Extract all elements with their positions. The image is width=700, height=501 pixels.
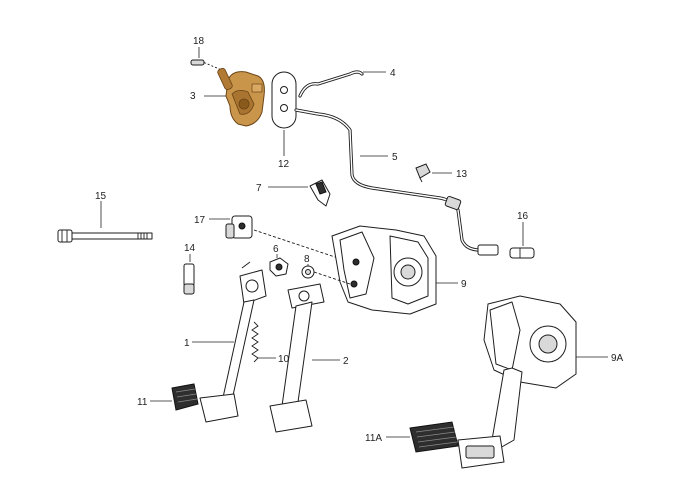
callout-9: 9	[461, 279, 467, 290]
part-9-pedal-bracket	[313, 225, 437, 315]
callout-8: 8	[304, 254, 310, 265]
bolt-thread	[137, 233, 148, 239]
leader-lines	[100, 47, 608, 438]
callout-6: 6	[273, 244, 279, 255]
callout-14: 14	[184, 243, 196, 254]
part-11-pedal-pad	[171, 383, 199, 411]
callout-5: 5	[392, 152, 398, 163]
callout-7: 7	[256, 183, 262, 194]
part-12-gasket-plate	[271, 71, 297, 129]
part-15-bolt	[57, 229, 153, 243]
part-1-clutch-pedal	[199, 261, 267, 423]
part-3-master-cylinder	[217, 67, 265, 127]
part-18-pin	[190, 59, 225, 72]
part-7-bracket-clip	[309, 179, 331, 207]
part-11A-pedal-pad	[409, 421, 459, 453]
callout-labels: 18 3 4 5 12 13 7 15 16 17 14 6 8 9 1 10 …	[95, 36, 624, 444]
part-6-nut	[269, 257, 289, 277]
callout-2: 2	[343, 356, 349, 367]
part-17-switch	[225, 215, 345, 261]
part-5-hydraulic-line	[294, 108, 499, 256]
part-4-hose	[298, 70, 364, 98]
part-10-spring	[251, 321, 259, 363]
callout-12: 12	[278, 159, 290, 170]
part-13-clip	[415, 163, 431, 183]
part-8-washer	[301, 265, 315, 279]
callout-3: 3	[190, 91, 196, 102]
callout-9A: 9A	[611, 353, 624, 364]
callout-10: 10	[278, 354, 290, 365]
part-9A-pedal-assembly	[457, 295, 577, 469]
callout-4: 4	[390, 68, 396, 79]
callout-11A: 11A	[365, 433, 382, 444]
callout-1: 1	[184, 338, 190, 349]
callout-16: 16	[517, 211, 529, 222]
callout-11: 11	[137, 397, 148, 408]
callout-15: 15	[95, 191, 107, 202]
part-2-brake-pedal	[269, 283, 325, 433]
callout-17: 17	[194, 215, 206, 226]
part-14-sleeve	[183, 263, 195, 295]
part-16-bushing	[509, 247, 535, 259]
callout-18: 18	[193, 36, 205, 47]
callout-13: 13	[456, 169, 468, 180]
